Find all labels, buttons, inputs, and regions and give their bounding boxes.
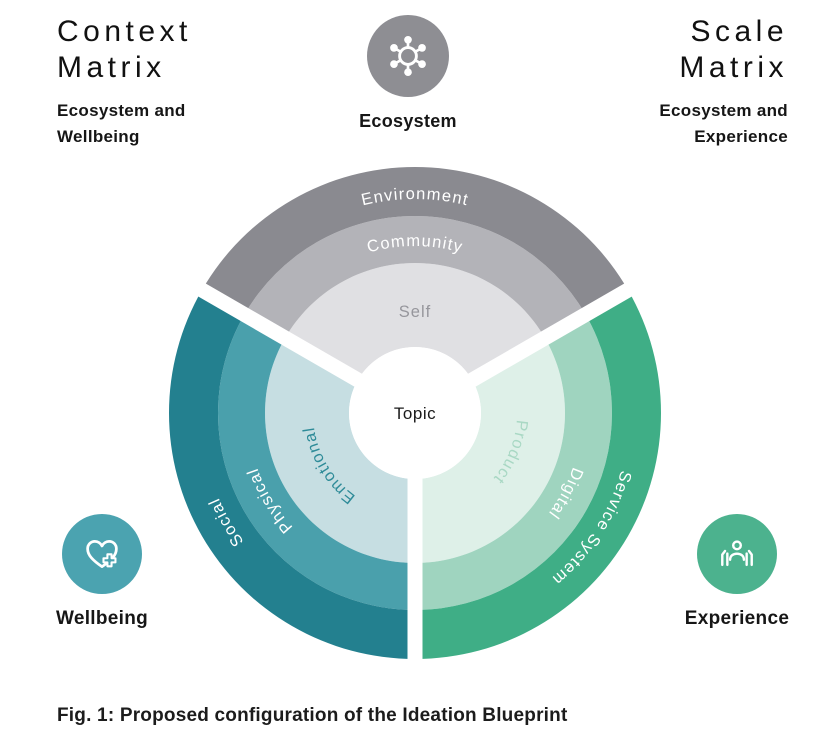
experience-middle-ring xyxy=(415,314,613,610)
wellbeing-inner-ring xyxy=(265,338,415,563)
scale-matrix-header: Scale Matrix Ecosystem and Experience xyxy=(659,14,788,150)
context-matrix-header: Context Matrix Ecosystem and Wellbeing xyxy=(57,14,192,150)
scale-matrix-title-line2: Matrix xyxy=(679,51,788,84)
wellbeing-badge-label: Wellbeing xyxy=(55,608,149,629)
context-matrix-title-line2: Matrix xyxy=(57,51,166,84)
experience-inner-ring xyxy=(415,338,565,563)
scale-matrix-title: Scale Matrix xyxy=(659,14,788,86)
ecosystem-middle-ring xyxy=(244,215,586,338)
wellbeing-middle-ring xyxy=(217,314,415,610)
context-matrix-title-line1: Context xyxy=(57,15,192,48)
molecule-network-icon xyxy=(390,35,426,77)
figure-caption: Fig. 1: Proposed configuration of the Id… xyxy=(57,705,568,726)
ecosystem-badge: Ecosystem xyxy=(328,15,488,132)
scale-matrix-subtitle-line2: Experience xyxy=(694,127,788,146)
sector-separator xyxy=(437,271,653,405)
experience-badge-label: Experience xyxy=(684,608,790,629)
scale-matrix-title-line1: Scale xyxy=(690,15,788,48)
experience-badge-circle xyxy=(697,514,777,594)
topic-label: Topic xyxy=(394,404,436,423)
ecosystem-badge-circle xyxy=(367,15,449,97)
context-matrix-subtitle-line1: Ecosystem and xyxy=(57,101,186,120)
wellbeing-badge-circle xyxy=(62,514,142,594)
sector-separator xyxy=(177,271,393,405)
ecosystem-outer-ring xyxy=(201,167,629,315)
wellbeing-outer-ring xyxy=(169,290,415,659)
heart-cross-icon xyxy=(86,539,118,569)
context-matrix-subtitle-line2: Wellbeing xyxy=(57,127,140,146)
wellbeing-badge: Wellbeing xyxy=(22,514,182,630)
ecosystem-badge-label: Ecosystem xyxy=(359,111,457,131)
context-matrix-subtitle: Ecosystem and Wellbeing xyxy=(57,98,192,150)
topic-hub xyxy=(349,347,481,479)
ecosystem-inner-label: Self xyxy=(399,303,431,321)
context-matrix-title: Context Matrix xyxy=(57,14,192,86)
experience-badge: Experience xyxy=(657,514,817,630)
scale-matrix-subtitle-line1: Ecosystem and xyxy=(659,101,788,120)
hands-person-icon xyxy=(721,540,753,567)
scale-matrix-subtitle: Ecosystem and Experience xyxy=(659,98,788,150)
experience-outer-ring xyxy=(415,290,661,659)
ecosystem-inner-ring xyxy=(285,263,545,380)
